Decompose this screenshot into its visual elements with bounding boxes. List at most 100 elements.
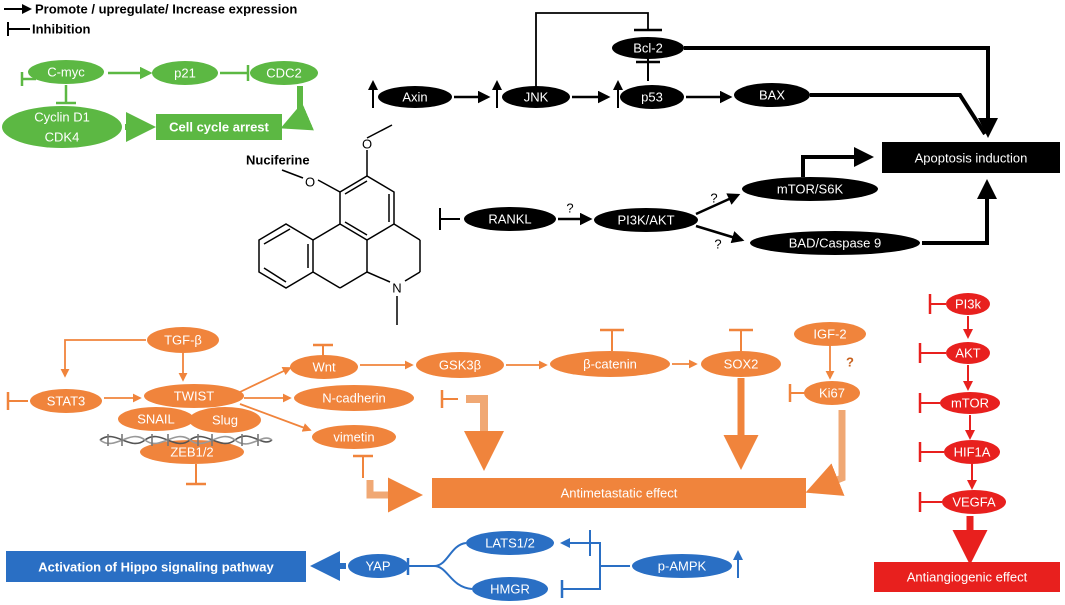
- slug-node: [189, 407, 261, 433]
- p53-label: p53: [641, 90, 663, 105]
- gsk3b-node: [416, 352, 504, 378]
- pi3k-label: PI3k: [955, 297, 982, 312]
- bax-label: BAX: [759, 88, 785, 103]
- stat3-label: STAT3: [47, 394, 86, 409]
- tgfb-label: TGF-β: [164, 333, 202, 348]
- nuciferine-label: Nuciferine: [246, 153, 310, 168]
- rankl-label: RANKL: [488, 212, 531, 227]
- nitrogen-n: N: [392, 281, 401, 296]
- gsk3b-label: GSK3β: [439, 358, 481, 373]
- beta-catenin-node: [550, 351, 670, 377]
- nuciferine-structure: Nuciferine O O N: [246, 124, 421, 325]
- axin-label: Axin: [402, 90, 427, 105]
- wnt-node: [290, 355, 358, 379]
- stat3-node: [30, 389, 102, 413]
- vegfa-node: [942, 490, 1006, 514]
- cell-cycle-arrest-label: Cell cycle arrest: [169, 120, 269, 135]
- akt-label: AKT: [955, 346, 980, 361]
- cdk4-label: CDK4: [45, 130, 80, 145]
- sox2-label: SOX2: [724, 357, 759, 372]
- question-mark-2: ?: [710, 191, 717, 206]
- tgfb-node: [147, 327, 219, 353]
- bax-node: [734, 83, 810, 107]
- vegfa-label: VEGFA: [952, 495, 996, 510]
- twist-label: TWIST: [174, 389, 214, 404]
- bcl2-label: Bcl-2: [633, 41, 663, 56]
- jnk-label: JNK: [524, 90, 549, 105]
- snail-node: [118, 407, 194, 431]
- mtor-label: mTOR: [951, 396, 989, 411]
- n-cadherin-label: N-cadherin: [322, 391, 386, 406]
- ki67-node: [804, 381, 860, 405]
- igf2-label: IGF-2: [813, 327, 846, 342]
- pampk-label: p-AMPK: [658, 559, 707, 574]
- apoptosis-induction-label: Apoptosis induction: [915, 151, 1028, 166]
- hmgr-label: HMGR: [490, 582, 530, 597]
- snail-label: SNAIL: [137, 412, 175, 427]
- metastasis-module: TGF-β STAT3 TWIST SNAIL Slug ZEB1/2: [6, 322, 866, 513]
- hippo-effect-box: [6, 551, 306, 582]
- hif1a-node: [944, 440, 1000, 464]
- mtor-s6k-label: mTOR/S6K: [777, 182, 844, 197]
- antiangiogenic-effect-label: Antiangiogenic effect: [907, 570, 1028, 585]
- pampk-node: [632, 554, 732, 578]
- vimentin-node: [312, 425, 396, 449]
- pi3k-akt-node: [594, 208, 698, 232]
- pi3k-akt-label: PI3K/AKT: [617, 213, 674, 228]
- hmgr-node: [472, 577, 548, 601]
- dna-helix-icon: [99, 434, 273, 446]
- mtor-node: [940, 392, 1000, 414]
- lats-label: LATS1/2: [485, 536, 535, 551]
- cdc2-node: [250, 61, 318, 85]
- lats-node: [466, 531, 554, 555]
- methoxy-o-1: O: [362, 137, 372, 152]
- question-mark-1: ?: [566, 201, 573, 216]
- zeb-label: ZEB1/2: [170, 445, 213, 460]
- hif1a-label: HIF1A: [954, 445, 991, 460]
- axin-node: [378, 86, 452, 108]
- bcl2-node: [612, 37, 684, 59]
- p21-label: p21: [174, 66, 196, 81]
- antimetastatic-effect-label: Antimetastatic effect: [561, 486, 678, 501]
- p53-node: [620, 85, 684, 109]
- wnt-label: Wnt: [312, 360, 336, 375]
- pi3k-node: [946, 293, 990, 315]
- bad-caspase9-node: [750, 231, 920, 255]
- antimetastatic-effect-box: [432, 478, 806, 508]
- cmyc-label: C-myc: [47, 65, 85, 80]
- cyclin-d1-label: Cyclin D1: [34, 110, 90, 125]
- n-cadherin-node: [294, 385, 414, 411]
- beta-catenin-label: β-catenin: [583, 357, 637, 372]
- angiogenesis-module: PI3k AKT mTOR HIF1A VEGFA Antiangiogenic…: [874, 293, 1060, 592]
- hippo-effect-label: Activation of Hippo signaling pathway: [38, 560, 274, 575]
- akt-node: [946, 342, 990, 364]
- ki67-label: Ki67: [819, 386, 845, 401]
- bad-caspase9-label: BAD/Caspase 9: [789, 236, 882, 251]
- methoxy-o-2: O: [305, 175, 315, 190]
- cdc2-label: CDC2: [266, 66, 301, 81]
- yap-node: [348, 554, 408, 578]
- question-mark-3: ?: [714, 237, 721, 252]
- legend-promote-label: Promote / upregulate/ Increase expressio…: [35, 2, 297, 17]
- legend: Promote / upregulate/ Increase expressio…: [4, 2, 297, 37]
- question-mark-igf: ?: [846, 355, 854, 370]
- cell-cycle-arrest-box: [156, 114, 282, 140]
- legend-inhibition-label: Inhibition: [32, 22, 91, 37]
- mtor-s6k-node: [742, 177, 878, 201]
- cell-cycle-module: C-myc p21 CDC2 Cyclin D1 CDK4 Cell cycle…: [2, 60, 318, 148]
- twist-node: [144, 384, 244, 408]
- rankl-node: [464, 207, 556, 231]
- vimentin-label: vimetin: [333, 430, 374, 445]
- cyclin-cdk-node: [2, 106, 122, 148]
- cmyc-node: [28, 60, 104, 84]
- yap-label: YAP: [365, 559, 390, 574]
- slug-label: Slug: [212, 413, 238, 428]
- apoptosis-module: Bcl-2 Axin JNK p53 BAX Apoptosis inducti…: [368, 12, 1060, 255]
- apoptosis-induction-box: [882, 142, 1060, 173]
- antiangiogenic-effect-box: [874, 562, 1060, 592]
- aromatic-ring-a: [339, 175, 395, 241]
- aromatic-ring-d: [258, 223, 314, 289]
- p21-node: [152, 61, 218, 85]
- sox2-node: [701, 351, 781, 377]
